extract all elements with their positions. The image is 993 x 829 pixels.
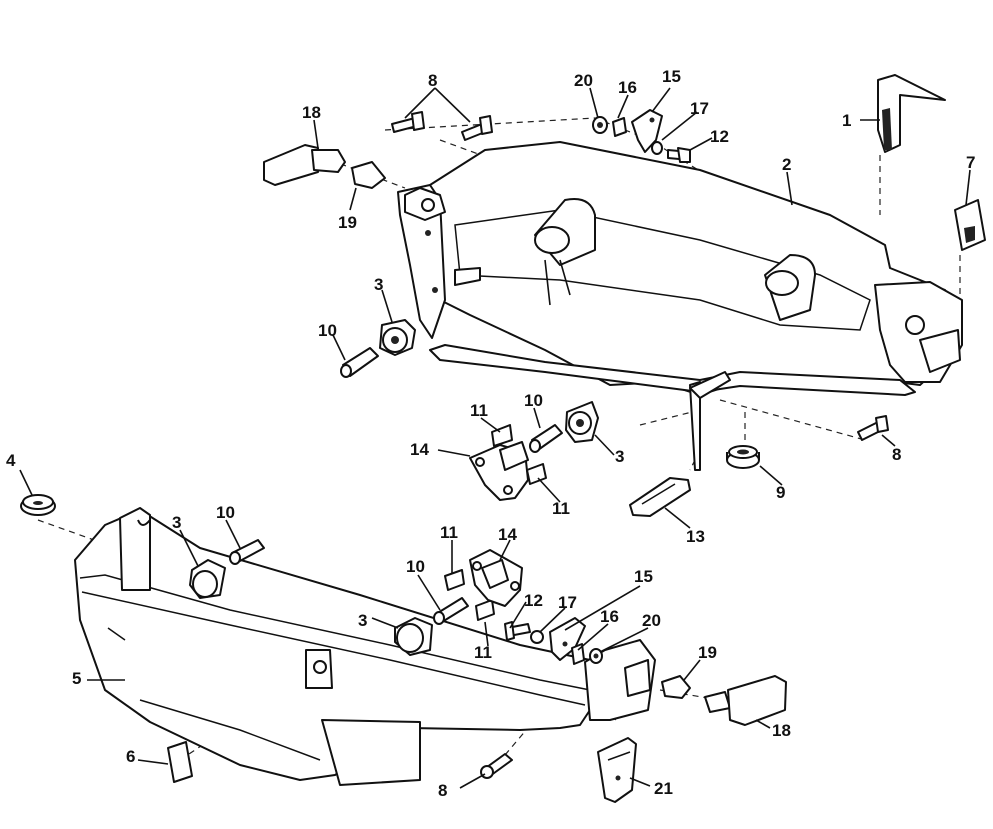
part-11-bolt-lower-a bbox=[444, 569, 465, 591]
callout-19-lower: 19 bbox=[698, 643, 717, 662]
callout-6: 6 bbox=[126, 747, 135, 766]
callout-3-lower-left: 3 bbox=[172, 513, 181, 532]
part-11-bolt-upper-b bbox=[526, 463, 547, 485]
callout-12-lower: 12 bbox=[524, 591, 543, 610]
callout-11-upper-b: 11 bbox=[552, 499, 570, 518]
part-20-washer-lower bbox=[589, 648, 603, 664]
part-10-pin-lower-left bbox=[229, 539, 265, 565]
part-10-pin-upper-mid bbox=[529, 424, 563, 453]
callout-18-lower: 18 bbox=[772, 721, 791, 740]
part-14-bracket-lower bbox=[469, 549, 523, 607]
part-9-grommet bbox=[726, 445, 760, 469]
part-17-washer-top bbox=[651, 141, 663, 155]
upper-bracket-assembly bbox=[397, 141, 963, 471]
callout-15-lower: 15 bbox=[634, 567, 653, 586]
part-14-bracket-upper bbox=[469, 441, 529, 501]
callout-20-lower: 20 bbox=[642, 611, 661, 630]
part-18-cushion-top bbox=[263, 144, 346, 186]
part-19-retainer-top bbox=[351, 161, 386, 189]
part-10-pin-upper-left bbox=[340, 347, 379, 378]
callout-10-lower-left: 10 bbox=[216, 503, 235, 522]
part-8-bolt-lower bbox=[480, 753, 513, 779]
part-3-bushing-lower-left bbox=[189, 559, 226, 599]
callout-labels: 1 2 7 8 18 19 20 16 15 17 12 3 10 11 10 … bbox=[6, 67, 975, 800]
part-16-spacer-lower bbox=[571, 643, 585, 665]
callout-10-upper-left: 10 bbox=[318, 321, 337, 340]
part-6-tab bbox=[167, 741, 193, 783]
callout-8-right: 8 bbox=[892, 445, 901, 464]
callout-10-upper-mid: 10 bbox=[524, 391, 543, 410]
part-3-bushing-upper-mid bbox=[565, 401, 599, 443]
part-17-washer-lower bbox=[530, 630, 544, 644]
callout-11-lower-b: 11 bbox=[474, 643, 492, 662]
part-20-washer-top bbox=[592, 116, 608, 134]
callout-2: 2 bbox=[782, 155, 791, 174]
callout-14-upper: 14 bbox=[410, 440, 429, 459]
callout-11-upper-a: 11 bbox=[470, 401, 488, 420]
part-15-bracket-top bbox=[631, 109, 663, 153]
part-3-bushing-upper-left bbox=[379, 319, 416, 356]
part-10-pin-lower-mid bbox=[433, 597, 469, 625]
part-12-screw-lower bbox=[504, 621, 531, 641]
callout-12-top: 12 bbox=[710, 127, 729, 146]
part-8-bolt-top-left bbox=[391, 111, 425, 133]
callout-3-upper-left: 3 bbox=[374, 275, 383, 294]
callout-17-top: 17 bbox=[690, 99, 709, 118]
callout-5: 5 bbox=[72, 669, 81, 688]
part-8-bolt-right bbox=[857, 415, 889, 441]
callout-20-top: 20 bbox=[574, 71, 593, 90]
callout-16-top: 16 bbox=[618, 78, 637, 97]
part-13-pad bbox=[629, 477, 691, 517]
part-18-cushion-lower bbox=[704, 675, 787, 726]
callout-8-lower: 8 bbox=[438, 781, 447, 800]
callout-21: 21 bbox=[654, 779, 673, 798]
part-4-cap bbox=[20, 494, 56, 516]
part-11-bolt-lower-b bbox=[475, 599, 495, 621]
callout-13: 13 bbox=[686, 527, 705, 546]
part-12-screw-top bbox=[667, 147, 691, 163]
callout-7: 7 bbox=[966, 153, 975, 172]
callout-3-upper-mid: 3 bbox=[615, 447, 624, 466]
callout-17-lower: 17 bbox=[558, 593, 577, 612]
part-21-bracket bbox=[597, 737, 637, 803]
callout-9: 9 bbox=[776, 483, 785, 502]
callout-4: 4 bbox=[6, 451, 16, 470]
part-8-bolt-top-right bbox=[461, 115, 493, 141]
callout-18-top: 18 bbox=[302, 103, 321, 122]
callout-3-lower-mid: 3 bbox=[358, 611, 367, 630]
callout-14-lower: 14 bbox=[498, 525, 517, 544]
callout-10-lower-mid: 10 bbox=[406, 557, 425, 576]
callout-11-lower-a: 11 bbox=[440, 523, 458, 542]
callout-8-top: 8 bbox=[428, 71, 437, 90]
part-7-plate bbox=[954, 199, 986, 251]
callout-19-top: 19 bbox=[338, 213, 357, 232]
callout-leaders bbox=[19, 87, 971, 789]
part-19-retainer-lower bbox=[661, 675, 691, 699]
callout-15-top: 15 bbox=[662, 67, 681, 86]
callout-1: 1 bbox=[842, 111, 851, 130]
callout-16-lower: 16 bbox=[600, 607, 619, 626]
part-1-clip bbox=[877, 74, 946, 153]
part-16-spacer-top bbox=[612, 117, 627, 137]
part-3-bushing-lower-mid bbox=[394, 617, 433, 656]
